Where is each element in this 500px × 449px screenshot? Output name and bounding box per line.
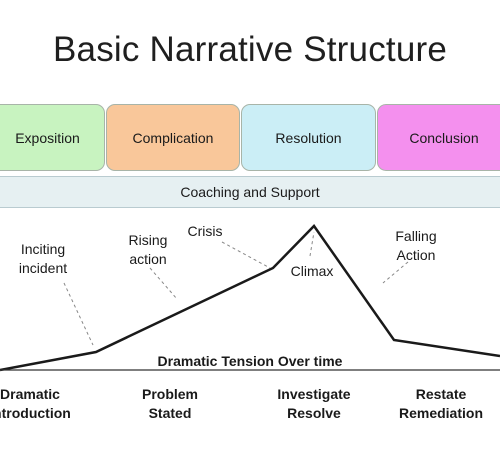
- phase-investigate-resolve: Investigate Resolve: [277, 386, 351, 421]
- phase-problem-stated: Problem Stated: [141, 386, 198, 421]
- stage-label: Complication: [132, 129, 214, 146]
- tension-curve: [0, 224, 500, 372]
- crisis-leader: [221, 241, 271, 269]
- rising-leader: [149, 267, 178, 300]
- support-bar-label: Coaching and Support: [180, 184, 320, 200]
- support-bar: Coaching and Support: [0, 176, 500, 208]
- inciting-incident-label: Inciting incident: [18, 241, 68, 276]
- stage-complication: Complication: [106, 104, 240, 171]
- climax-leader: [309, 231, 315, 257]
- crisis-label: Crisis: [187, 223, 223, 239]
- falling-action-label: Falling Action: [395, 228, 437, 263]
- inciting-leader: [63, 282, 94, 346]
- stage-exposition: Exposition: [0, 104, 105, 171]
- stage-label: Conclusion: [409, 129, 479, 146]
- phase-dramatic-introduction: Dramatic Introduction: [0, 386, 71, 421]
- rising-action-label: Rising action: [128, 232, 168, 267]
- axis-title: Dramatic Tension Over time: [157, 353, 343, 369]
- stage-conclusion: Conclusion: [377, 104, 500, 171]
- page-title: Basic Narrative Structure: [52, 30, 448, 69]
- stage-label: Exposition: [15, 129, 80, 146]
- phase-restate-remediation: Restate Remediation: [398, 386, 483, 421]
- stage-resolution: Resolution: [241, 104, 376, 171]
- falling-leader: [382, 261, 409, 284]
- stage-label: Resolution: [275, 129, 342, 146]
- climax-label: Climax: [290, 263, 334, 279]
